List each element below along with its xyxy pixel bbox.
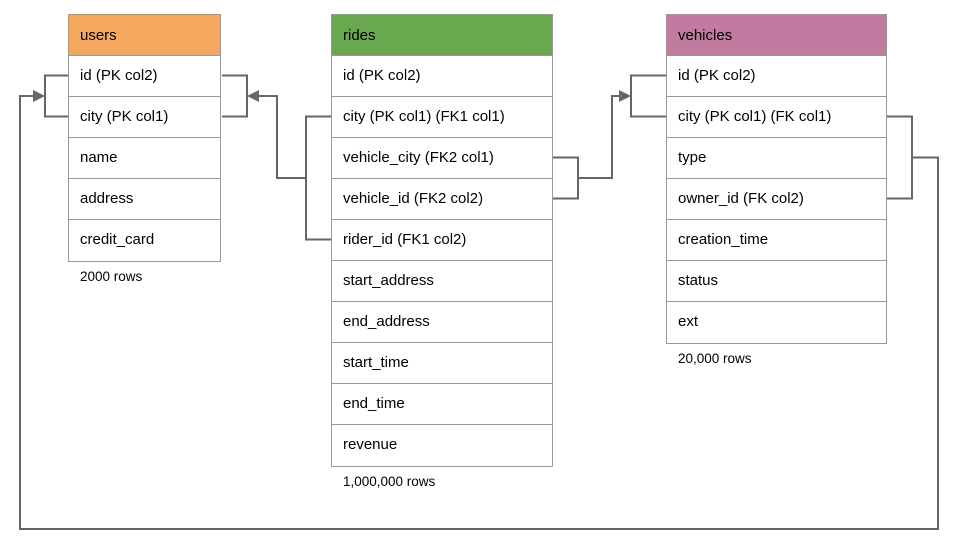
column-row: vehicle_city (FK2 col1) (332, 138, 552, 179)
table-header-users: users (69, 15, 220, 56)
table-header-vehicles: vehicles (667, 15, 886, 56)
table-vehicles: vehicles id (PK col2)city (PK col1) (FK … (666, 14, 887, 366)
column-row: city (PK col1) (FK1 col1) (332, 97, 552, 138)
vehicles-fk-bracket (887, 115, 913, 200)
fk1-link-line (258, 95, 306, 179)
column-row: ext (678, 313, 699, 330)
rides-fk2-bracket (553, 156, 579, 200)
vehicles-pk-bracket (630, 74, 666, 118)
column-row: end_address (332, 302, 552, 343)
column-row: owner_id (FK col2) (667, 179, 886, 220)
fk-rides-users-connector (222, 74, 331, 241)
column-row: id (PK col2) (332, 56, 552, 97)
column-row: creation_time (667, 220, 886, 261)
column-row: id (PK col2) (667, 56, 886, 97)
column-row: id (PK col2) (69, 56, 220, 97)
column-row: credit_card (80, 231, 155, 248)
column-row: revenue (343, 436, 398, 453)
table-vehicles-columns: id (PK col2)city (PK col1) (FK col1)type… (667, 56, 886, 343)
fk2-link-line (578, 95, 620, 179)
table-header-rides: rides (332, 15, 552, 56)
column-row: vehicle_id (FK2 col2) (332, 179, 552, 220)
column-row: start_time (332, 343, 552, 384)
column-row: address (69, 179, 220, 220)
column-row: city (PK col1) (FK col1) (667, 97, 886, 138)
column-row: rider_id (FK1 col2) (332, 220, 552, 261)
table-rides-columns: id (PK col2)city (PK col1) (FK1 col1)veh… (332, 56, 552, 466)
rides-fk1-bracket (305, 115, 331, 241)
table-rides: rides id (PK col2)city (PK col1) (FK1 co… (331, 14, 553, 489)
column-row: city (PK col1) (69, 97, 220, 138)
arrowhead-icon (619, 90, 631, 102)
users-pk-bracket (222, 74, 248, 118)
column-row: name (69, 138, 220, 179)
arrowhead-icon (33, 90, 45, 102)
column-row: start_address (332, 261, 552, 302)
row-count-label: 2000 rows (80, 269, 143, 284)
row-count-label: 20,000 rows (678, 351, 752, 366)
users-pk-left-bracket (44, 74, 68, 118)
arrowhead-icon (247, 90, 259, 102)
row-count-label: 1,000,000 rows (343, 474, 436, 489)
fk-rides-vehicles-connector (553, 74, 666, 200)
column-row: end_time (332, 384, 552, 425)
column-row: status (667, 261, 886, 302)
column-row: type (667, 138, 886, 179)
